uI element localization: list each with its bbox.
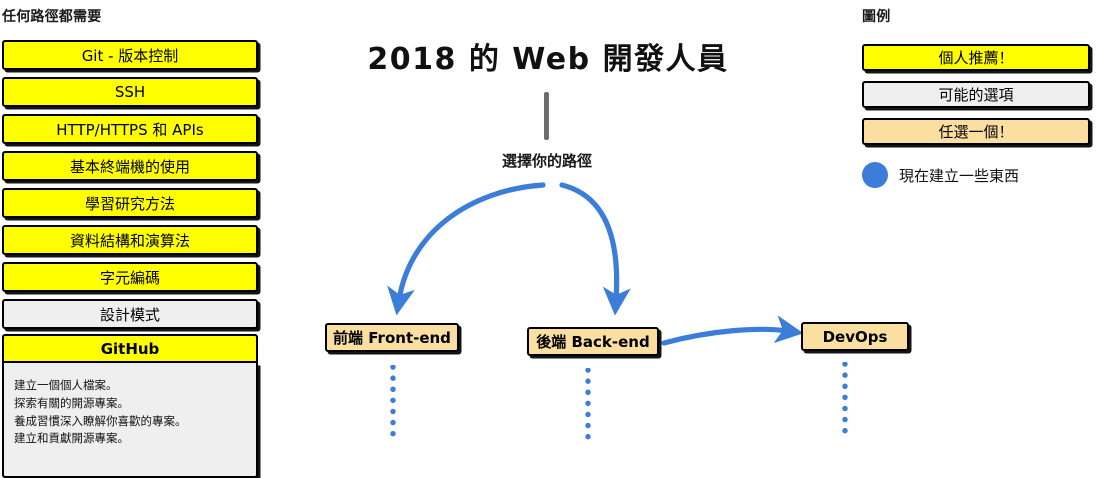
skill-box-label: GitHub	[100, 339, 160, 358]
dotted-continuation-front-end	[390, 365, 396, 440]
skill-box-terminal[interactable]: 基本終端機的使用	[2, 151, 258, 181]
legend-item-pick-one: 任選一個！	[862, 118, 1090, 145]
flow-node-front-end[interactable]: 前端 Front-end	[325, 323, 459, 352]
legend-item-recommended: 個人推薦！	[862, 44, 1090, 71]
flow-node-label: 後端 Back-end	[536, 333, 650, 351]
skill-box-design-patterns[interactable]: 設計模式	[2, 299, 258, 329]
left-column-caption: 任何路徑都需要	[2, 9, 102, 25]
skill-box-label: 資料結構和演算法	[69, 231, 190, 250]
page-title: 2018 的 Web 開發人員	[367, 42, 729, 77]
arrow-back-end-to-devops	[661, 315, 804, 346]
github-description-line: 探索有關的開源專案。	[14, 395, 129, 410]
skill-box-github-header[interactable]: GitHub	[2, 334, 258, 363]
skill-box-label: Git - 版本控制	[81, 46, 179, 65]
arrow-to-front-end	[387, 182, 546, 316]
skill-box-label: HTTP/HTTPS 和 APIs	[56, 120, 204, 139]
legend-item-alternative: 可能的選項	[862, 81, 1090, 108]
skill-box-http-apis[interactable]: HTTP/HTTPS 和 APIs	[2, 114, 258, 144]
skill-box-label: 學習研究方法	[84, 194, 175, 213]
github-description-line: 建立和貢獻開源專案。	[14, 431, 129, 446]
skill-box-label: 字元編碼	[99, 268, 160, 287]
skill-box-label: 設計模式	[99, 305, 160, 324]
skill-box-character-encoding[interactable]: 字元編碼	[2, 262, 258, 292]
legend-item-build-something: 現在建立一些東西	[899, 167, 1020, 185]
legend-item-label: 任選一個！	[938, 123, 1014, 141]
dotted-continuation-back-end	[585, 368, 591, 443]
github-description-line: 養成習慣深入瞭解你喜歡的專案。	[14, 413, 187, 428]
flow-node-back-end[interactable]: 後端 Back-end	[527, 327, 659, 356]
skill-box-label: SSH	[114, 83, 146, 101]
legend-caption: 圖例	[862, 9, 891, 25]
flow-node-label: 前端 Front-end	[333, 329, 451, 347]
github-description-card: 建立一個個人檔案。 探索有關的開源專案。 養成習慣深入瞭解你喜歡的專案。 建立和…	[2, 363, 258, 478]
choose-path-label: 選擇你的路徑	[501, 152, 592, 170]
skill-box-git[interactable]: Git - 版本控制	[2, 40, 258, 70]
skill-box-data-structures[interactable]: 資料結構和演算法	[2, 225, 258, 255]
skill-box-label: 基本終端機的使用	[69, 157, 190, 176]
skill-box-ssh[interactable]: SSH	[2, 77, 258, 107]
arrow-to-back-end	[559, 182, 631, 316]
skill-box-research-methods[interactable]: 學習研究方法	[2, 188, 258, 218]
legend-item-label: 可能的選項	[938, 86, 1014, 104]
flow-node-devops[interactable]: DevOps	[801, 322, 909, 351]
dotted-continuation-devops	[842, 362, 848, 442]
legend-item-label: 個人推薦！	[938, 49, 1014, 67]
filled-circle-icon	[862, 162, 888, 188]
title-stem-line	[544, 92, 549, 140]
flow-node-label: DevOps	[822, 327, 888, 346]
github-description-line: 建立一個個人檔案。	[14, 378, 118, 392]
